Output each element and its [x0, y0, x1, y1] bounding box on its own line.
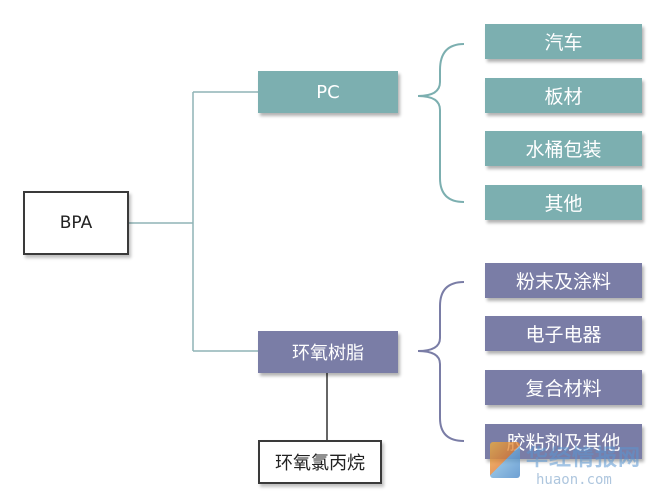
- leaf-node-epoxy-1: 粉末及涂料: [485, 263, 642, 298]
- leaf-node-epoxy-2: 电子电器: [485, 316, 642, 351]
- leaf-label: 复合材料: [525, 378, 602, 400]
- leaf-label: 汽车: [544, 32, 583, 54]
- leaf-label: 粉末及涂料: [515, 271, 611, 293]
- leaf-label: 水桶包装: [525, 139, 602, 161]
- root-label: BPA: [59, 213, 93, 233]
- brace-epoxy: [417, 281, 465, 442]
- leaf-node-epoxy-3: 复合材料: [485, 370, 642, 405]
- brace-pc: [417, 43, 465, 203]
- leaf-label: 其他: [544, 193, 583, 215]
- leaf-label: 胶粘剂及其他: [506, 432, 621, 454]
- watermark-logo-icon: [490, 442, 520, 478]
- leaf-label: 电子电器: [525, 324, 602, 346]
- branch-node-pc: PC: [258, 71, 398, 113]
- watermark-name: 华经情报网: [526, 446, 642, 471]
- leaf-label: 板材: [544, 86, 583, 108]
- leaf-node-pc-1: 汽车: [485, 24, 642, 59]
- branch-node-epoxy: 环氧树脂: [258, 331, 398, 373]
- leaf-node-pc-3: 水桶包装: [485, 131, 642, 166]
- sub-node-epichlorohydrin: 环氧氯丙烷: [258, 440, 382, 484]
- branch-label: 环氧树脂: [292, 343, 364, 364]
- sub-label: 环氧氯丙烷: [275, 453, 365, 474]
- watermark: 华经情报网 huaon.com: [478, 436, 656, 496]
- leaf-node-pc-4: 其他: [485, 185, 642, 220]
- watermark-url: huaon.com: [536, 472, 612, 488]
- branch-label: PC: [316, 81, 340, 103]
- leaf-node-pc-2: 板材: [485, 78, 642, 113]
- root-node-bpa: BPA: [23, 191, 129, 255]
